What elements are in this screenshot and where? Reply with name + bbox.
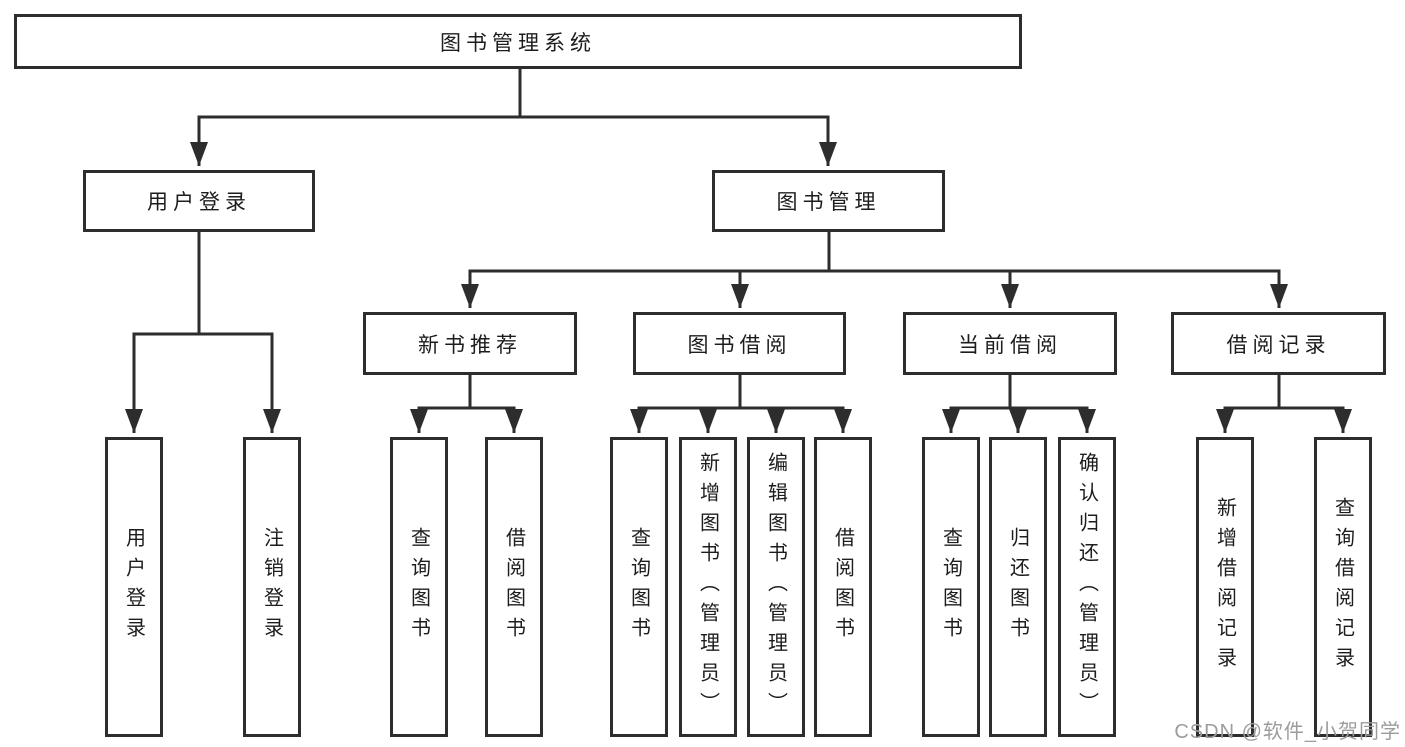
node-borrowing-records: 借阅记录	[1171, 312, 1386, 375]
leaf-confirm-return-admin: 确认归还（管理员）	[1058, 437, 1116, 737]
leaf-add-books-admin: 新增图书（管理员）	[679, 437, 737, 737]
leaf-query-borrow-record: 查询借阅记录	[1314, 437, 1372, 737]
node-library-management-system: 图书管理系统	[14, 14, 1022, 69]
leaf-query-books-current: 查询图书	[922, 437, 980, 737]
leaf-query-books-borrowing: 查询图书	[610, 437, 668, 737]
leaf-borrow-books-borrowing: 借阅图书	[814, 437, 872, 737]
node-user-login: 用户登录	[83, 170, 315, 232]
leaf-edit-books-admin: 编辑图书（管理员）	[747, 437, 805, 737]
leaf-logout: 注销登录	[243, 437, 301, 737]
leaf-borrow-books-recommend: 借阅图书	[485, 437, 543, 737]
leaf-user-login: 用户登录	[105, 437, 163, 737]
node-book-borrowing: 图书借阅	[633, 312, 846, 375]
csdn-watermark: CSDN @软件_小贺同学	[1174, 721, 1401, 743]
leaf-add-borrow-record: 新增借阅记录	[1196, 437, 1254, 737]
node-current-borrowing: 当前借阅	[903, 312, 1117, 375]
node-new-book-recommendation: 新书推荐	[363, 312, 577, 375]
node-book-management: 图书管理	[712, 170, 945, 232]
leaf-query-books-recommend: 查询图书	[390, 437, 448, 737]
leaf-return-books: 归还图书	[989, 437, 1047, 737]
